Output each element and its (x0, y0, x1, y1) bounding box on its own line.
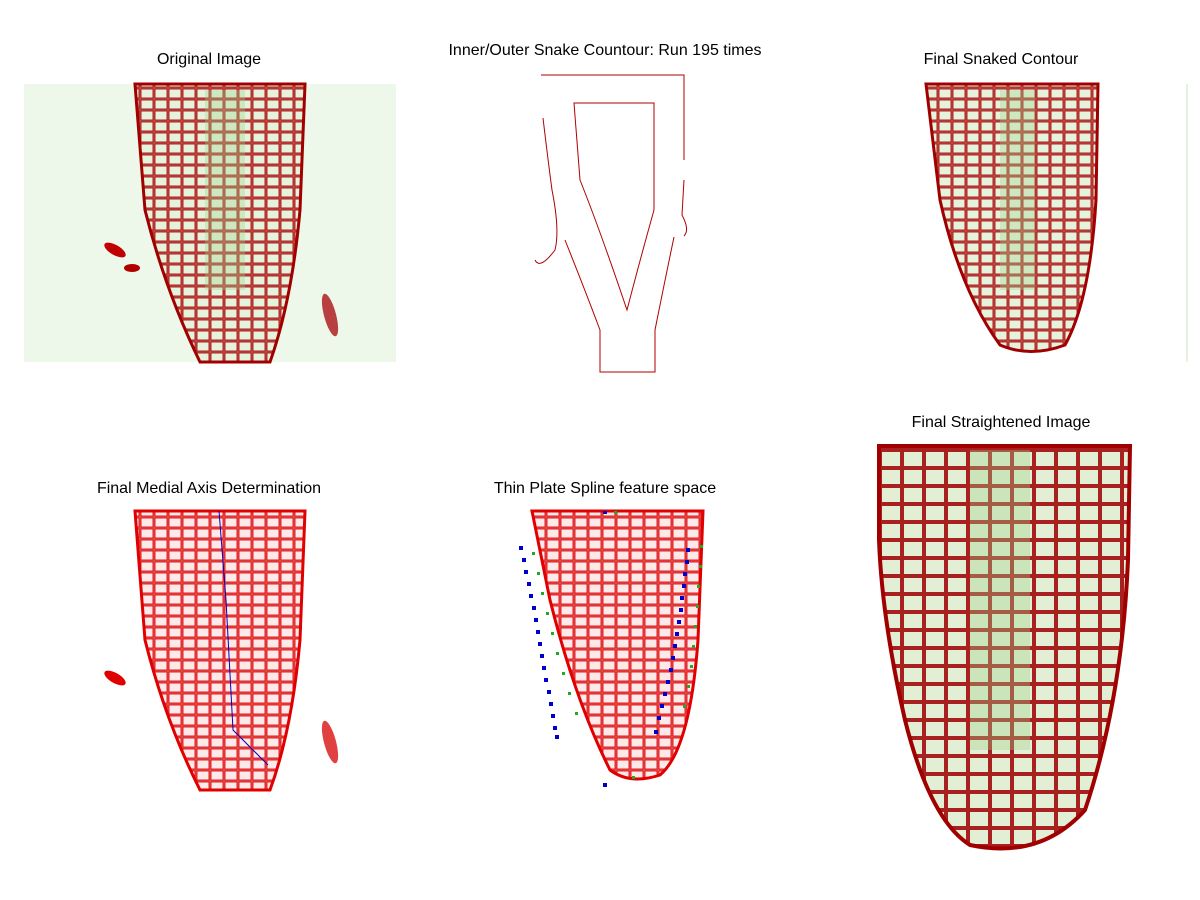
panel-title-medial: Final Medial Axis Determination (96, 480, 322, 497)
tps-feature-space-image (519, 509, 705, 787)
panel-title-snaked: Final Snaked Contour (923, 51, 1079, 68)
green-control-points (532, 511, 703, 779)
panel-title-snake: Inner/Outer Snake Countour: Run 195 time… (448, 42, 762, 59)
final-snaked-contour-image (924, 82, 1188, 362)
panel-title-tps: Thin Plate Spline feature space (493, 480, 717, 497)
snake-contour-plot (534, 74, 688, 373)
panel-title-straightened: Final Straightened Image (911, 414, 1091, 431)
blue-control-points (519, 511, 690, 787)
medial-axis-line (218, 510, 269, 766)
panel-title-original: Original Image (156, 51, 262, 68)
medial-axis-image (24, 509, 396, 792)
straightened-image (877, 444, 1133, 851)
original-image (24, 82, 396, 364)
